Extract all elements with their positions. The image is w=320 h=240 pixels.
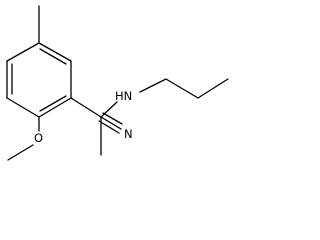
propyl-bond [197,78,229,99]
nitrile-bond-line [102,112,123,125]
ring-bond [6,97,40,118]
propyl-bond [139,78,167,93]
molecule-drawing: O HN N [6,5,229,161]
benzene-ring [6,42,72,118]
ring-bond [6,42,40,62]
nitrile-nitrogen-label: N [124,127,133,141]
nitrile-triple-bond [98,112,123,134]
structure-diagram: O HN N [6,5,229,161]
aryl-quaternary-carbon-bond [70,97,102,118]
amine-label: HN [115,89,132,103]
propyl-bond [165,78,199,99]
methoxy-methyl-bond [7,144,34,161]
ring-double-bond [39,48,67,65]
ring-bond [38,42,72,62]
ring-double-bond [39,95,67,112]
ring-bond [38,97,72,118]
nitrile-bond-line [100,116,122,130]
ether-oxygen-label: O [34,131,43,145]
nitrile-bond-line [98,120,120,134]
carbon-amine-bond [100,101,118,118]
